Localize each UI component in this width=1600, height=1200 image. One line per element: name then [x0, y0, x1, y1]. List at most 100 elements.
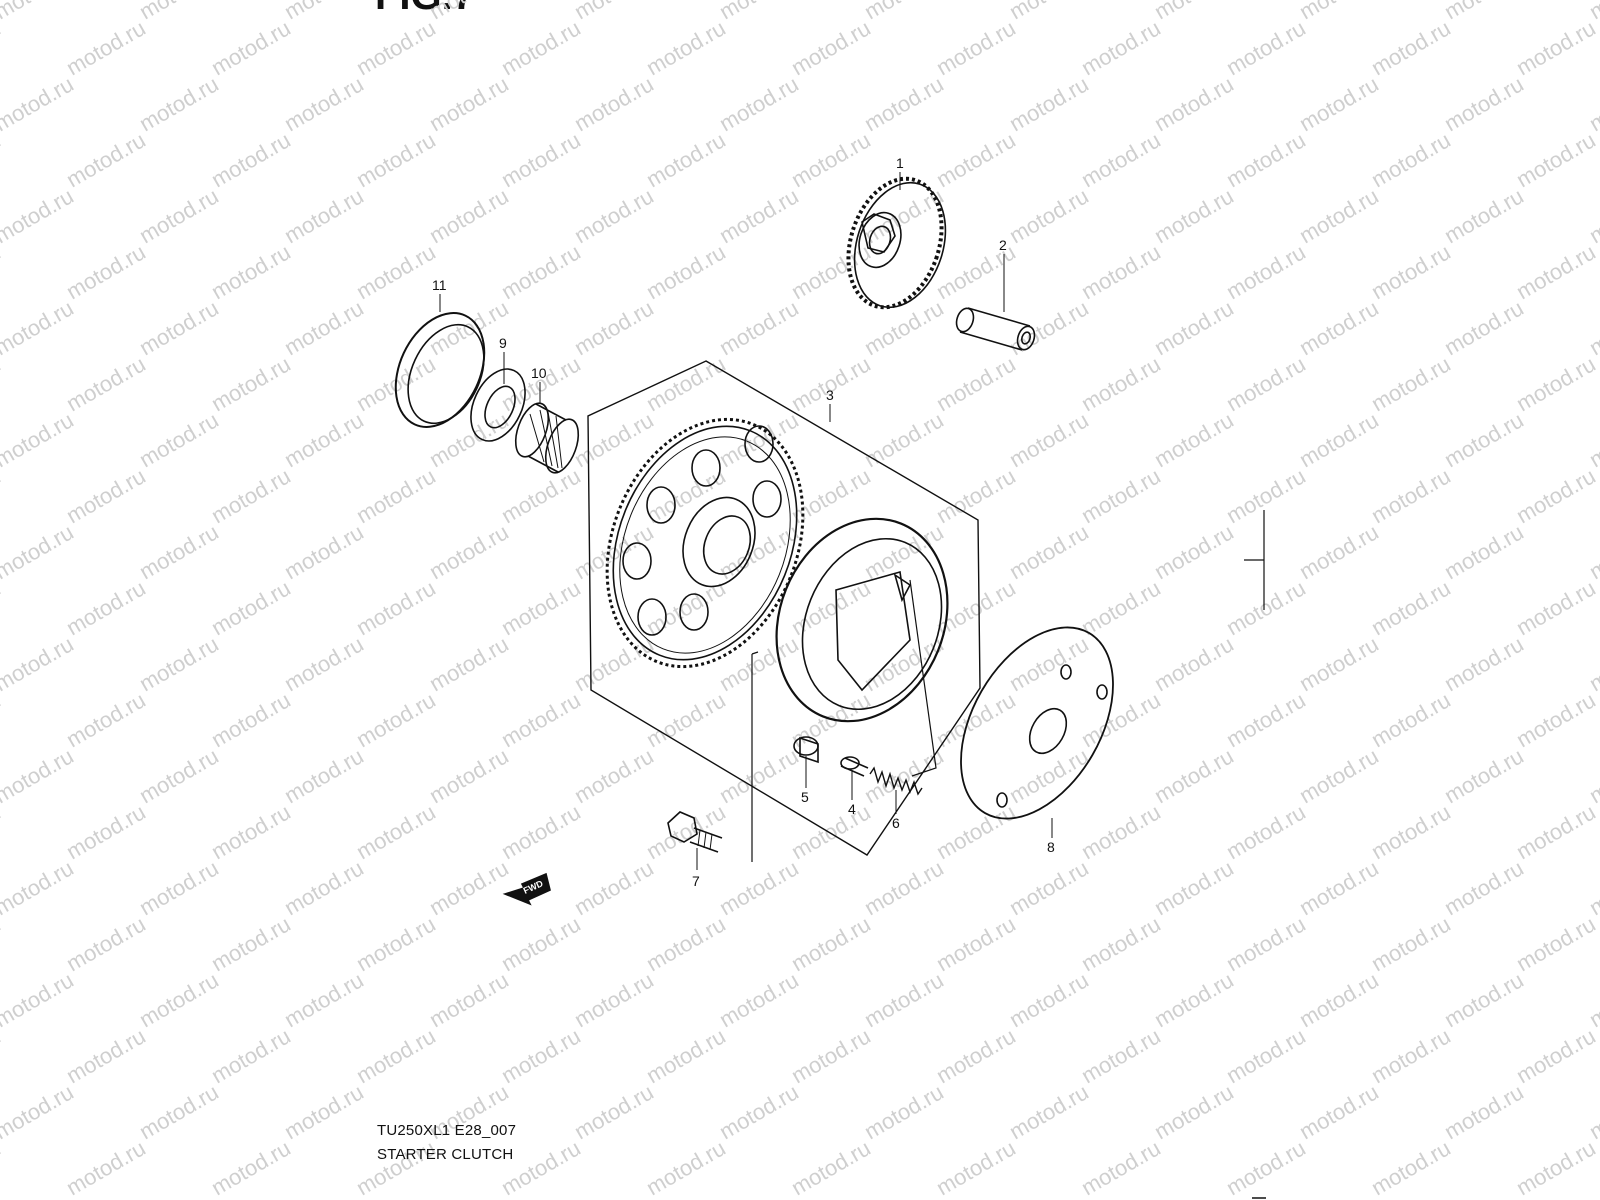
- watermark-text: motod.ru: [497, 911, 585, 976]
- watermark-text: motod.ru: [1512, 239, 1600, 304]
- watermark-text: motod.ru: [207, 127, 295, 192]
- watermark-text: motod.ru: [715, 71, 803, 136]
- watermark-text: motod.ru: [62, 127, 150, 192]
- watermark-text: motod.ru: [570, 743, 658, 808]
- watermark-text: motod.ru: [352, 799, 440, 864]
- watermark-text: motod.ru: [787, 911, 875, 976]
- watermark-text: motod.ru: [62, 15, 150, 80]
- callout-6: 6: [892, 815, 900, 831]
- watermark-text: motod.ru: [1222, 1023, 1310, 1088]
- watermark-text: motod.ru: [497, 463, 585, 528]
- watermark-text: motod.ru: [1222, 575, 1310, 640]
- watermark-text: motod.ru: [932, 799, 1020, 864]
- watermark-text: motod.ru: [425, 407, 513, 472]
- watermark-text: motod.ru: [1077, 1135, 1165, 1200]
- watermark-text: motod.ru: [135, 519, 223, 584]
- watermark-text: motod.ru: [1585, 1079, 1600, 1144]
- watermark-text: motod.ru: [0, 967, 78, 1032]
- watermark-text: motod.ru: [352, 687, 440, 752]
- watermark-text: motod.ru: [1440, 0, 1528, 24]
- watermark-text: motod.ru: [425, 631, 513, 696]
- watermark-text: motod.ru: [1005, 71, 1093, 136]
- watermark-text: motod.ru: [1222, 687, 1310, 752]
- roller-part-5: [793, 736, 819, 764]
- oil-seal-part-11: [394, 312, 486, 428]
- watermark-text: motod.ru: [0, 631, 78, 696]
- watermark-text: motod.ru: [0, 407, 78, 472]
- watermark-text: motod.ru: [570, 1079, 658, 1144]
- margin-mark: [1244, 510, 1265, 610]
- watermark-text: motod.ru: [642, 575, 730, 640]
- watermark-text: motod.ru: [0, 183, 78, 248]
- watermark-text: motod.ru: [642, 1135, 730, 1200]
- watermark-text: motod.ru: [787, 127, 875, 192]
- watermark-text: motod.ru: [135, 631, 223, 696]
- watermark-text: motod.ru: [497, 239, 585, 304]
- watermark-text: motod.ru: [1295, 407, 1383, 472]
- watermark-text: motod.ru: [1150, 967, 1238, 1032]
- watermark-text: motod.ru: [1295, 295, 1383, 360]
- watermark-text: motod.ru: [497, 15, 585, 80]
- watermark-text: motod.ru: [135, 71, 223, 136]
- watermark-text: motod.ru: [1367, 463, 1455, 528]
- watermark-text: motod.ru: [1367, 1135, 1455, 1200]
- figure-heading: FIG.7: [375, 0, 475, 19]
- watermark-text: motod.ru: [1005, 631, 1093, 696]
- watermark-text: motod.ru: [425, 519, 513, 584]
- watermark-text: motod.ru: [1440, 295, 1528, 360]
- watermark-text: motod.ru: [860, 631, 948, 696]
- plunger-part-4: [840, 756, 869, 777]
- watermark-text: motod.ru: [1295, 743, 1383, 808]
- watermark-text: motod.ru: [1367, 1023, 1455, 1088]
- watermark-text: motod.ru: [0, 295, 78, 360]
- watermark-text: motod.ru: [62, 687, 150, 752]
- watermark-text: motod.ru: [860, 407, 948, 472]
- watermark-text: motod.ru: [0, 1079, 78, 1144]
- assembly-outline: [587, 360, 981, 856]
- watermark-text: motod.ru: [135, 855, 223, 920]
- watermark-text: motod.ru: [932, 911, 1020, 976]
- watermark-text: motod.ru: [1367, 575, 1455, 640]
- watermark-text: motod.ru: [787, 799, 875, 864]
- callout-3: 3: [826, 387, 834, 403]
- watermark-text: motod.ru: [0, 743, 78, 808]
- watermark-text: motod.ru: [1150, 0, 1238, 24]
- watermark-text: motod.ru: [425, 71, 513, 136]
- watermark-text: motod.ru: [1367, 15, 1455, 80]
- watermark-text: motod.ru: [1440, 407, 1528, 472]
- watermark-text: motod.ru: [1367, 127, 1455, 192]
- watermark-text: motod.ru: [1222, 239, 1310, 304]
- watermark-text: motod.ru: [280, 743, 368, 808]
- watermark-text: motod.ru: [1077, 687, 1165, 752]
- watermark-text: motod.ru: [1150, 1079, 1238, 1144]
- watermark-text: motod.ru: [787, 575, 875, 640]
- watermark-text: motod.ru: [570, 967, 658, 1032]
- watermark-text: motod.ru: [135, 967, 223, 1032]
- watermark-text: motod.ru: [135, 0, 223, 24]
- watermark-text: motod.ru: [207, 239, 295, 304]
- watermark-text: motod.ru: [1150, 855, 1238, 920]
- idle-gear-part-1: [846, 176, 947, 310]
- watermark-text: motod.ru: [860, 1079, 948, 1144]
- watermark-text: motod.ru: [1367, 687, 1455, 752]
- parts-drawing: [394, 176, 1266, 1199]
- model-code: TU250XL1 E28_007: [377, 1122, 517, 1139]
- watermark-text: motod.ru: [0, 911, 5, 976]
- watermark-text: motod.ru: [642, 351, 730, 416]
- watermark-text: motod.ru: [642, 687, 730, 752]
- watermark-text: motod.ru: [1295, 0, 1383, 24]
- watermark-text: motod.ru: [0, 855, 78, 920]
- washer-part-9: [470, 368, 526, 442]
- callout-9: 9: [499, 335, 507, 351]
- watermark-text: motod.ru: [1150, 519, 1238, 584]
- watermark-text: motod.ru: [1077, 127, 1165, 192]
- callout-5: 5: [801, 789, 809, 805]
- watermark-text: motod.ru: [1440, 855, 1528, 920]
- watermark-text: motod.ru: [642, 911, 730, 976]
- watermark-text: motod.ru: [860, 0, 948, 24]
- watermark-text: motod.ru: [135, 183, 223, 248]
- watermark-text: motod.ru: [0, 239, 5, 304]
- sub-assembly-leader: [751, 579, 937, 862]
- watermark-text: motod.ru: [932, 687, 1020, 752]
